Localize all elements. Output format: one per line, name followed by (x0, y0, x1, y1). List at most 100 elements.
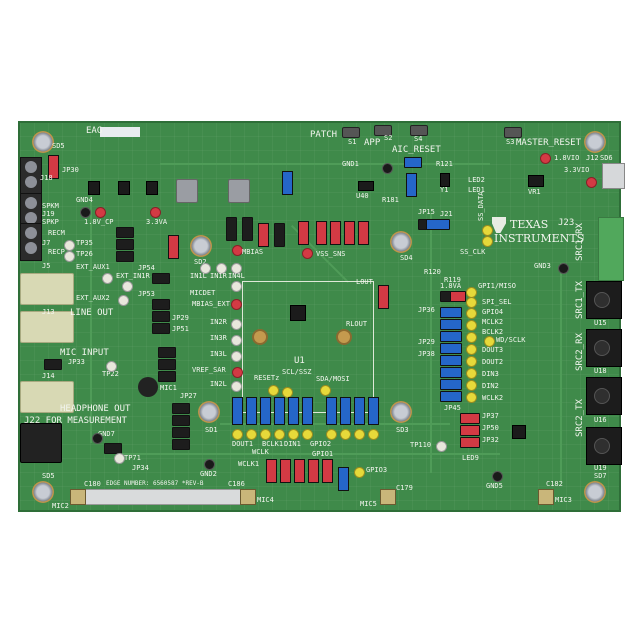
test-point-gnd3[interactable] (558, 263, 569, 274)
test-point-gpio4[interactable] (466, 308, 477, 319)
jumper-jp58[interactable] (116, 227, 134, 238)
test-point-ss-clk[interactable] (482, 236, 493, 247)
jumper-lout[interactable] (378, 285, 389, 309)
jumper-bclk2[interactable] (440, 331, 462, 342)
jumper-jp27[interactable] (172, 403, 190, 414)
jumper-w12[interactable] (266, 459, 277, 483)
test-point-1v8-cp[interactable] (95, 207, 106, 218)
jumper-j14[interactable] (274, 397, 285, 425)
jumper-j12[interactable] (232, 397, 243, 425)
test-point-dout3[interactable] (466, 344, 477, 355)
test-point-1v8vio[interactable] (540, 153, 551, 164)
terminal-block-j7[interactable] (20, 223, 42, 261)
jumper-jp45[interactable] (440, 391, 462, 402)
test-point-bclk2[interactable] (466, 332, 477, 343)
jumper-w7[interactable] (308, 459, 319, 483)
jumper-jp29[interactable] (440, 343, 462, 354)
optical-connector-u16[interactable] (586, 377, 622, 415)
jumper-jp55[interactable] (298, 221, 309, 245)
jumper-jp29[interactable] (152, 311, 170, 322)
test-point-ext-in1r[interactable] (122, 281, 133, 292)
audio-jack-j5[interactable] (20, 273, 74, 305)
jumper[interactable] (358, 221, 369, 245)
jumper-j10[interactable] (260, 397, 271, 425)
jumper-jp33[interactable] (44, 359, 62, 370)
test-point-in3l[interactable] (231, 351, 242, 362)
test-point-gnd5[interactable] (492, 471, 503, 482)
test-point-gnd2[interactable] (204, 459, 215, 470)
test-point-in4l[interactable] (231, 263, 242, 274)
jumper[interactable] (344, 221, 355, 245)
jumper-jp52[interactable] (172, 427, 190, 438)
test-point-tp35[interactable] (64, 240, 75, 251)
test-point-ext-aux1[interactable] (102, 273, 113, 284)
jumper-jp24[interactable] (116, 251, 134, 262)
test-point-gpio3[interactable] (354, 467, 365, 478)
jumper-mclk2[interactable] (440, 319, 462, 330)
test-point-micdet[interactable] (231, 281, 242, 292)
jumper[interactable] (226, 217, 237, 241)
jumper[interactable] (368, 397, 379, 425)
jumper-jp46[interactable] (440, 379, 462, 390)
test-point-in1r[interactable] (216, 263, 227, 274)
jumper-jp6[interactable] (158, 347, 176, 358)
optical-connector-u19[interactable] (586, 427, 622, 465)
jumper-jp50[interactable] (460, 425, 480, 436)
test-point-wclk2[interactable] (466, 392, 477, 403)
jumper[interactable] (242, 217, 253, 241)
test-point-spi-sel[interactable] (466, 297, 477, 308)
jumper-jp53[interactable] (152, 299, 170, 310)
test-point-mbias[interactable] (232, 245, 243, 256)
test-point-din2[interactable] (466, 380, 477, 391)
terminal-block-j19[interactable] (20, 193, 42, 231)
jumper-top-blue-2[interactable] (406, 173, 417, 197)
aic-reset-button-s4[interactable] (410, 125, 428, 136)
jumper-jp48[interactable] (172, 439, 190, 450)
jumper[interactable] (274, 223, 285, 247)
test-point-tp26[interactable] (64, 251, 75, 262)
test-point-wd-sclk[interactable] (484, 336, 495, 347)
test-point-in2r[interactable] (231, 319, 242, 330)
test-point-in1l[interactable] (200, 263, 211, 274)
jumper-jp41[interactable] (326, 397, 337, 425)
jumper-jp30[interactable] (48, 155, 59, 179)
jumper[interactable] (258, 223, 269, 247)
test-point-gpio2[interactable] (302, 429, 313, 440)
jumper-jp25[interactable] (116, 239, 134, 250)
test-point-bclk1[interactable] (260, 429, 271, 440)
jumper-jp32[interactable] (460, 437, 480, 448)
patch-button-s1[interactable] (342, 127, 360, 138)
test-point[interactable] (354, 429, 365, 440)
test-point[interactable] (368, 429, 379, 440)
test-point-in2l[interactable] (231, 381, 242, 392)
test-point-tp71[interactable] (114, 453, 125, 464)
jumper-top-blue[interactable] (404, 157, 422, 168)
jumper-jp43[interactable] (302, 397, 313, 425)
test-point-wclk[interactable] (246, 429, 257, 440)
test-point-scl[interactable] (282, 387, 293, 398)
test-point-in3r[interactable] (231, 335, 242, 346)
jumper-w8[interactable] (280, 459, 291, 483)
test-point-gnd1[interactable] (382, 163, 393, 174)
audio-jack-j14[interactable] (20, 381, 74, 413)
jumper-gpio4[interactable] (440, 307, 462, 318)
jumper-j11[interactable] (246, 397, 257, 425)
master-reset-button-s3[interactable] (504, 127, 522, 138)
test-point-tp110[interactable] (436, 441, 447, 452)
test-point-3v3vio[interactable] (586, 177, 597, 188)
usb-connector-j12[interactable] (602, 163, 625, 189)
test-point-gpio1[interactable] (326, 429, 337, 440)
test-point[interactable] (340, 429, 351, 440)
app-button-s2[interactable] (374, 125, 392, 136)
jumper-jp2[interactable] (158, 359, 176, 370)
test-point-3v3va[interactable] (150, 207, 161, 218)
test-point-gnd4[interactable] (80, 207, 91, 218)
jumper-w3[interactable] (322, 459, 333, 483)
test-point-din3[interactable] (466, 368, 477, 379)
test-point-mbias-ext[interactable] (231, 299, 242, 310)
jumper-spi-sel[interactable] (450, 291, 466, 302)
optical-connector-u18[interactable] (586, 329, 622, 367)
test-point-dout2[interactable] (466, 356, 477, 367)
test-point-sda[interactable] (320, 385, 331, 396)
test-point-reset[interactable] (268, 385, 279, 396)
